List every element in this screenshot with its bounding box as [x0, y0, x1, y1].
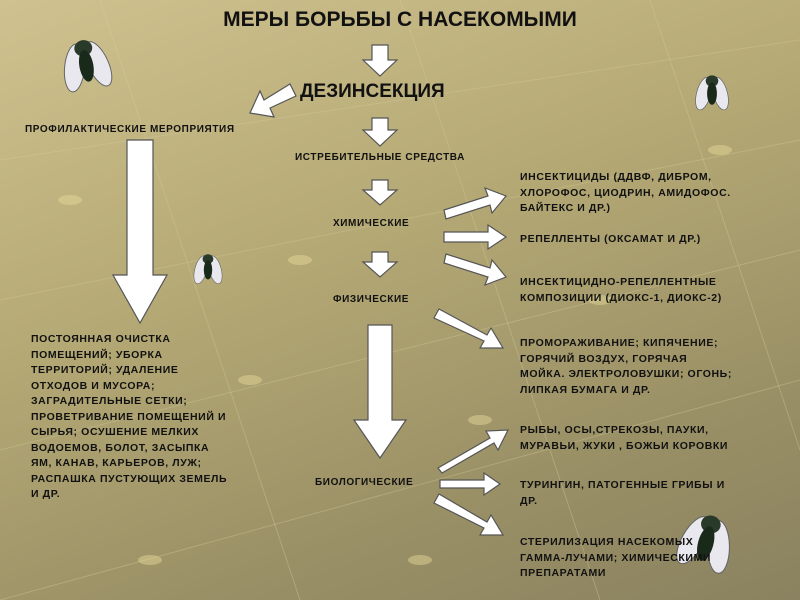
chemical-item: ИНСЕКТИЦИДЫ (ДДВФ, ДИБРОМ, ХЛОРОФОС, ЦИО…: [520, 171, 731, 214]
arrow-to-insecticides: [443, 186, 507, 220]
fly-icon: [695, 75, 729, 111]
arrow-down-physical: [361, 251, 399, 278]
method-physical: ФИЗИЧЕСКИЕ: [333, 294, 410, 305]
method-biological: БИОЛОГИЧЕСКИЕ: [315, 477, 414, 488]
fly-icon: [676, 515, 731, 574]
arrow-to-predators: [437, 429, 509, 474]
arrow-to-repellents: [443, 223, 508, 251]
chemical-item: РЕПЕЛЛЕНТЫ (ОКСАМАТ И ДР.): [520, 233, 701, 245]
chemical-item: ИНСЕКТИЦИДНО-РЕПЕЛЛЕНТНЫЕ КОМПОЗИЦИИ (ДИ…: [520, 276, 722, 304]
arrow-to-pathogens: [439, 471, 502, 497]
slide-title: МЕРЫ БОРЬБЫ С НАСЕКОМЫМИ: [223, 8, 577, 31]
arrow-to-prevention: [249, 83, 297, 118]
arrow-to-compositions: [443, 253, 507, 287]
fly-icon: [63, 40, 113, 93]
arrow-down-prevention-big: [111, 139, 169, 325]
arrow-down-biological-big: [352, 324, 408, 460]
physical-item: ПРОМОРАЖИВАНИЕ; КИПЯЧЕНИЕ; ГОРЯЧИЙ ВОЗДУ…: [520, 337, 732, 396]
biological-item: СТЕРИЛИЗАЦИЯ НАСЕКОМЫХ ГАММА-ЛУЧАМИ; ХИМ…: [520, 536, 712, 579]
fly-icon: [193, 254, 223, 285]
arrow-to-physical-items: [433, 308, 505, 349]
arrow-down-chemical: [361, 179, 399, 206]
arrow-to-sterilization: [433, 493, 505, 536]
arrow-down-extermination: [361, 117, 399, 147]
branch-prevention: ПРОФИЛАКТИЧЕСКИЕ МЕРОПРИЯТИЯ: [25, 124, 235, 135]
main-heading: ДЕЗИНСЕКЦИЯ: [300, 81, 445, 102]
biological-item: ТУРИНГИН, ПАТОГЕННЫЕ ГРИБЫ И ДР.: [520, 479, 725, 507]
arrow-down-title: [361, 44, 399, 77]
biological-item: РЫБЫ, ОСЫ,СТРЕКОЗЫ, ПАУКИ, МУРАВЬИ, ЖУКИ…: [520, 424, 729, 452]
prevention-text: ПОСТОЯННАЯ ОЧИСТКА ПОМЕЩЕНИЙ; УБОРКА ТЕР…: [31, 333, 228, 500]
method-chemical: ХИМИЧЕСКИЕ: [333, 218, 410, 229]
branch-extermination: ИСТРЕБИТЕЛЬНЫЕ СРЕДСТВА: [295, 152, 465, 163]
